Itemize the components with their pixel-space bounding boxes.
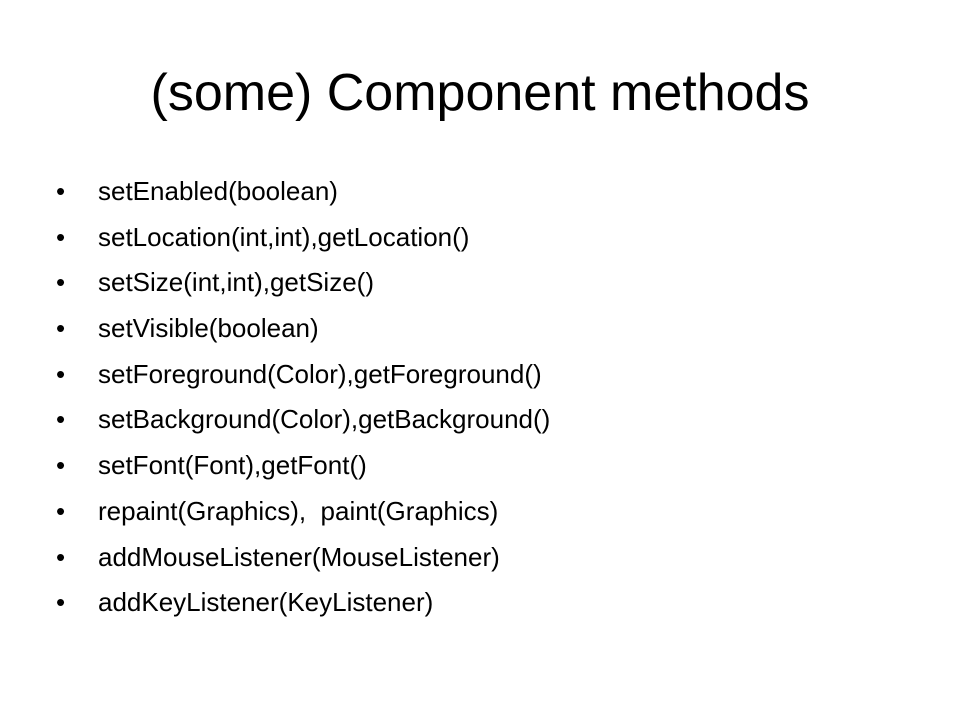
bullet-icon: • — [56, 450, 66, 481]
list-item-text: setSize(int,int),getSize() — [98, 267, 374, 298]
bullet-icon: • — [56, 495, 66, 526]
slide-title: (some) Component methods — [150, 64, 810, 122]
list-item-text: setEnabled(boolean) — [98, 176, 338, 206]
bullet-icon: • — [56, 587, 66, 618]
bullet-icon: • — [56, 176, 66, 206]
list-item: • setForeground(Color),getForeground() — [56, 352, 550, 398]
list-item-text: setVisible(boolean) — [98, 313, 319, 344]
bullet-icon: • — [56, 358, 66, 389]
bullet-list: • setEnabled(boolean) • setLocation(int,… — [56, 169, 550, 626]
list-item-text: addMouseListener(MouseListener) — [98, 541, 500, 572]
list-item: • setVisible(boolean) — [56, 306, 550, 352]
list-item: • setEnabled(boolean) — [56, 169, 550, 215]
bullet-icon: • — [56, 221, 66, 252]
list-item: • repaint(Graphics), paint(Graphics) — [56, 489, 550, 535]
list-item-text: repaint(Graphics), paint(Graphics) — [98, 495, 499, 526]
list-item: • addMouseListener(MouseListener) — [56, 535, 550, 581]
bullet-icon: • — [56, 267, 66, 298]
bullet-icon: • — [56, 313, 66, 344]
bullet-icon: • — [56, 541, 66, 572]
list-item-text: setLocation(int,int),getLocation() — [98, 221, 470, 252]
list-item: • setSize(int,int),getSize() — [56, 260, 550, 306]
list-item-text: setBackground(Color),getBackground() — [98, 404, 551, 435]
list-item: • setBackground(Color),getBackground() — [56, 397, 550, 443]
list-item: • addKeyListener(KeyListener) — [56, 580, 550, 626]
list-item: • setFont(Font),getFont() — [56, 443, 550, 489]
list-item-text: setFont(Font),getFont() — [98, 450, 367, 481]
list-item: • setLocation(int,int),getLocation() — [56, 215, 550, 261]
list-item-text: setForeground(Color),getForeground() — [98, 358, 542, 389]
list-item-text: addKeyListener(KeyListener) — [98, 587, 434, 618]
bullet-icon: • — [56, 404, 66, 435]
